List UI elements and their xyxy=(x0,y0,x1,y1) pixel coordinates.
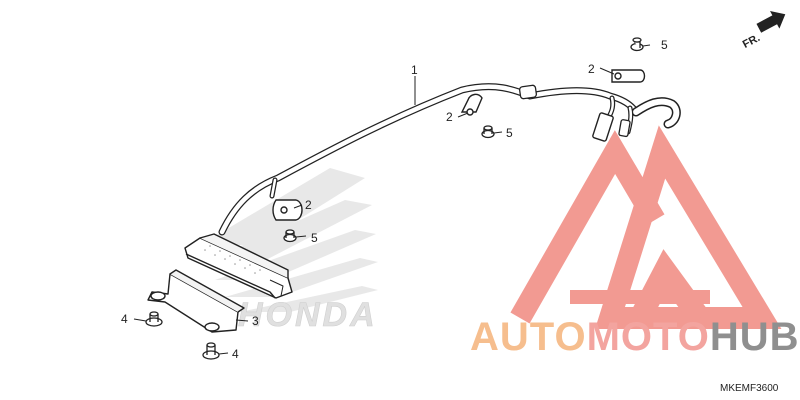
honda-watermark-text: HONDA xyxy=(238,296,378,334)
tail-light-lens-texture xyxy=(204,245,261,274)
logo-divider-bar xyxy=(570,290,710,304)
screw-center xyxy=(481,125,495,139)
leader-lines xyxy=(133,44,651,355)
logo-auto: AUTO xyxy=(470,315,587,359)
bolt-left xyxy=(145,311,163,327)
harness-clip-upper-right xyxy=(611,69,646,83)
callout-2-lower: 2 xyxy=(305,198,312,212)
callout-5-top: 5 xyxy=(661,38,668,52)
harness-clip-center xyxy=(460,93,483,116)
callout-4-bottom: 4 xyxy=(232,347,239,361)
harness-clip-lower xyxy=(272,199,303,221)
bolt-bottom xyxy=(202,342,220,360)
front-direction-arrow xyxy=(756,11,786,33)
callout-2-top: 2 xyxy=(588,62,595,76)
harness-coupler-small xyxy=(618,119,631,138)
front-direction-label: FR. xyxy=(741,32,762,51)
tail-light-bracket xyxy=(147,269,245,333)
callout-5-lower: 5 xyxy=(311,231,318,245)
callout-2-center: 2 xyxy=(446,110,453,124)
diagram-code: MKEMF3600 xyxy=(720,383,779,394)
callout-5-center: 5 xyxy=(506,126,513,140)
logo-hub: HUB xyxy=(710,315,800,359)
automotohub-logo-text: AUTOMOTOHUB xyxy=(470,315,800,359)
harness-grommet xyxy=(518,84,538,100)
callout-1: 1 xyxy=(411,63,418,77)
logo-moto: MOTO xyxy=(587,315,710,359)
tail-light-unit xyxy=(184,233,293,299)
screw-top xyxy=(630,37,644,52)
callout-4-left: 4 xyxy=(121,312,128,326)
callout-3: 3 xyxy=(252,314,259,328)
screw-lower xyxy=(283,229,297,243)
harness-coupler xyxy=(592,112,614,142)
